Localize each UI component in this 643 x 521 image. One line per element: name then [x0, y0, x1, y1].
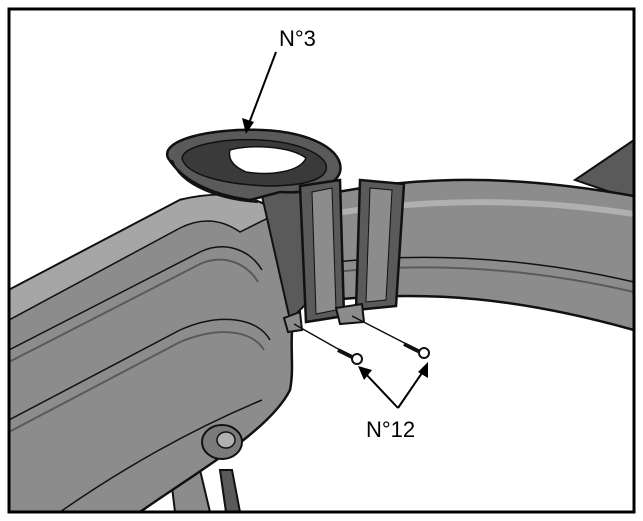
callout-arrow-top: [242, 51, 277, 134]
part-label-n3: N°3: [279, 26, 316, 51]
callout-arrows-bottom: [358, 362, 428, 409]
screw-right: [403, 342, 430, 359]
side-boss-hole: [216, 431, 236, 449]
clamp-tab-left: [282, 310, 304, 334]
frame-groove-2: [9, 258, 259, 363]
holder-ring-lower-edge: [171, 159, 259, 203]
screw-left: [337, 348, 363, 365]
frame-groove-3: [9, 318, 271, 421]
clamp-band-left-face: [311, 187, 337, 315]
frame-groove-4: [9, 331, 265, 433]
right-leg: [218, 469, 242, 512]
illustration-content: [9, 128, 634, 512]
clamp-band-right-face: [365, 187, 393, 303]
clamp-tab-right: [334, 302, 366, 326]
figure-border: [7, 7, 636, 514]
frame-groove-1: [9, 246, 263, 351]
part-label-n12: N°12: [366, 417, 415, 442]
holder-ring-opening: [228, 145, 307, 175]
frame-groove-5: [59, 399, 263, 512]
